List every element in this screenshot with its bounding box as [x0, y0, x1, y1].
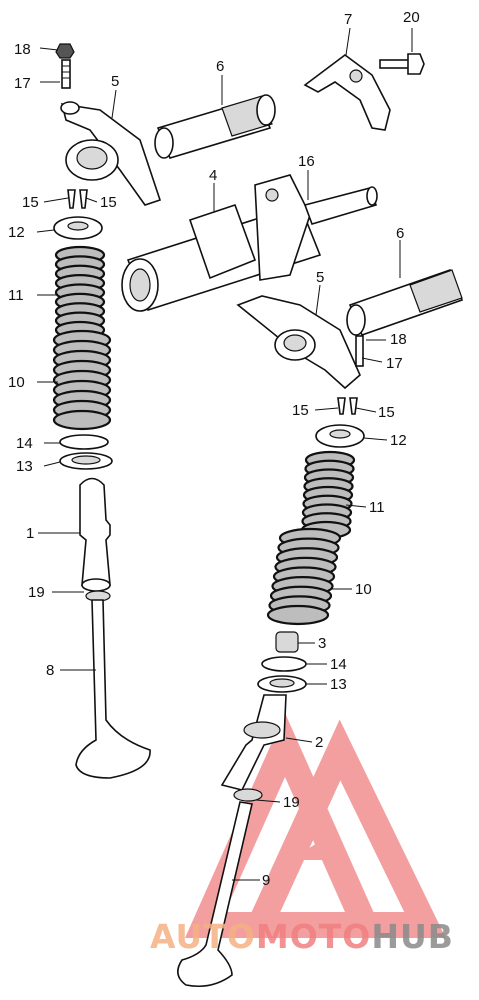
- retainer-left: [53, 216, 103, 240]
- callout-20: 20: [403, 9, 420, 26]
- callout-14-right: 14: [330, 656, 347, 673]
- callout-12-right: 12: [390, 432, 407, 449]
- callout-17-right: 17: [386, 355, 403, 372]
- callout-15-left-a: 15: [22, 194, 39, 211]
- callout-15-right-b: 15: [378, 404, 395, 421]
- inner-spring-left: [54, 245, 106, 340]
- callout-1: 1: [26, 525, 34, 542]
- outer-spring-left: [52, 329, 112, 431]
- retainer-right: [315, 424, 365, 448]
- callout-14-left: 14: [16, 435, 33, 452]
- outer-spring-right: [266, 527, 342, 626]
- leader-lines: [36, 27, 413, 881]
- callout-9: 9: [262, 872, 270, 889]
- cotters-right: [337, 397, 358, 415]
- svg-text:AUTOMOTOHUB: AUTOMOTOHUB: [150, 917, 454, 956]
- washers-left: [59, 434, 113, 470]
- stem-seal: [275, 631, 299, 653]
- callout-2: 2: [315, 734, 323, 751]
- callout-3: 3: [318, 635, 326, 652]
- watermark-hub: HUB: [371, 917, 454, 956]
- callout-labels: 18 17 5 6 7 20 16 4 15 15 12 11 10 14 13…: [8, 9, 420, 889]
- rocker-arm-right: [236, 295, 364, 390]
- rocker-shaft-top: [154, 94, 276, 159]
- callout-8: 8: [46, 662, 54, 679]
- callout-11-right: 11: [369, 499, 385, 516]
- callout-10-left: 10: [8, 374, 25, 391]
- callout-15-right-a: 15: [292, 402, 309, 419]
- valve-guide-right: [220, 694, 287, 802]
- washers-right: [257, 656, 307, 693]
- inner-spring-right: [300, 450, 356, 540]
- watermark-auto: AUTO: [150, 917, 256, 956]
- callout-7: 7: [344, 11, 352, 28]
- callout-12-left: 12: [8, 224, 25, 241]
- callout-17-top: 17: [14, 75, 31, 92]
- callout-6-top: 6: [216, 58, 224, 75]
- callout-18-top: 18: [14, 41, 31, 58]
- rocker-shaft-right: [346, 268, 464, 337]
- callout-19-right: 19: [283, 794, 300, 811]
- callout-15-left-b: 15: [100, 194, 117, 211]
- rocker-arm-top: [60, 101, 162, 206]
- adjust-nut-top: [55, 43, 75, 89]
- holder-bracket: [303, 54, 391, 131]
- watermark-moto: MOTO: [256, 917, 371, 956]
- cotters-left: [67, 189, 88, 209]
- callout-6-right: 6: [396, 225, 404, 242]
- callout-5-right: 5: [316, 269, 324, 286]
- callout-13-left: 13: [16, 458, 33, 475]
- intake-valve: [75, 599, 151, 779]
- callout-5-top: 5: [111, 73, 119, 90]
- callout-16: 16: [298, 153, 315, 170]
- callout-19-left: 19: [28, 584, 45, 601]
- bolt-20: [379, 53, 425, 75]
- callout-13-right: 13: [330, 676, 347, 693]
- watermark-text: AUTOMOTOHUB: [150, 917, 454, 956]
- callout-4: 4: [209, 167, 217, 184]
- callout-10-right: 10: [355, 581, 372, 598]
- valve-guide-left: [79, 477, 111, 602]
- exhaust-valve: [177, 801, 253, 988]
- callout-18-right: 18: [390, 331, 407, 348]
- camshaft: [121, 174, 378, 312]
- callout-11-left: 11: [8, 287, 24, 304]
